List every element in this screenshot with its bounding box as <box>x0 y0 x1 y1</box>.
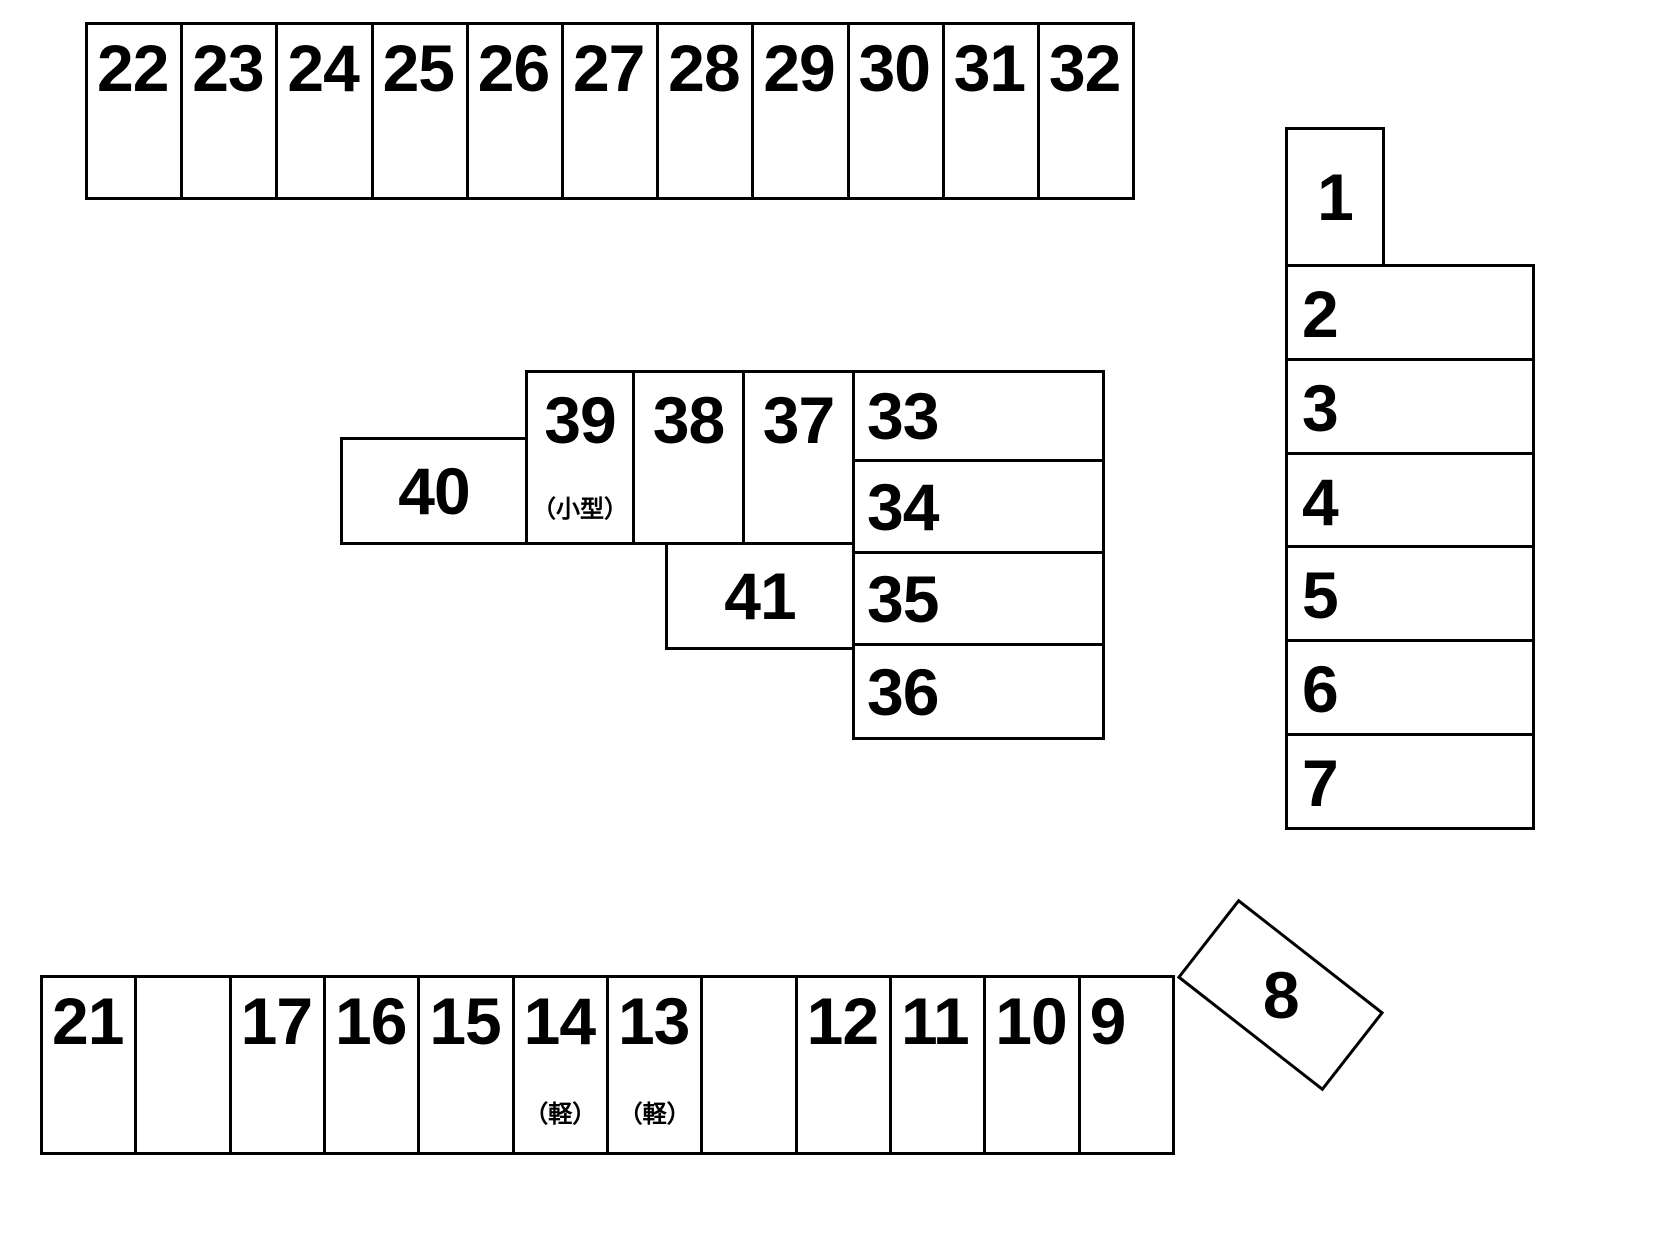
space-41: 41 <box>665 542 855 650</box>
space-24-label: 24 <box>287 31 359 105</box>
space-11: 11 <box>891 975 987 1155</box>
space-30: 30 <box>849 22 945 200</box>
space-7: 7 <box>1285 736 1535 830</box>
empty-space-2 <box>703 975 798 1155</box>
space-22: 22 <box>85 22 184 200</box>
space-32: 32 <box>1039 22 1136 200</box>
space-38: 38 <box>632 370 745 545</box>
space-40-label: 40 <box>398 454 470 528</box>
space-30-label: 30 <box>858 31 931 105</box>
space-34-label: 34 <box>867 469 939 544</box>
space-3-label: 3 <box>1302 370 1339 445</box>
space-22-label: 22 <box>97 31 169 105</box>
space-15: 15 <box>420 975 515 1155</box>
space-1: 1 <box>1285 127 1385 267</box>
empty-space-1 <box>137 975 232 1155</box>
space-26: 26 <box>468 22 564 200</box>
space-39: 39 （小型） <box>525 370 635 545</box>
space-27: 27 <box>563 22 660 200</box>
right-column: 2 3 4 5 6 7 <box>1285 264 1535 830</box>
space-27-label: 27 <box>572 31 645 105</box>
space-15-label: 15 <box>429 984 501 1058</box>
space-10: 10 <box>986 975 1081 1155</box>
space-14-label: 14 <box>523 984 596 1058</box>
space-36-label: 36 <box>867 654 939 729</box>
space-3: 3 <box>1285 360 1535 455</box>
space-2: 2 <box>1285 264 1535 361</box>
space-14-sublabel: （軽） <box>524 1101 597 1128</box>
space-17-label: 17 <box>240 984 313 1058</box>
space-29-label: 29 <box>763 31 835 105</box>
space-5-label: 5 <box>1302 558 1339 633</box>
space-9: 9 <box>1080 975 1175 1155</box>
space-12-label: 12 <box>806 984 879 1058</box>
space-13: 13 （軽） <box>608 975 704 1155</box>
space-8: 8 <box>1176 898 1385 1092</box>
space-38-label: 38 <box>652 383 725 457</box>
space-1-label: 1 <box>1317 160 1354 234</box>
space-37-label: 37 <box>762 383 835 457</box>
space-12: 12 <box>797 975 892 1155</box>
space-11-label: 11 <box>900 984 970 1058</box>
space-40: 40 <box>340 437 528 545</box>
space-23: 23 <box>183 22 279 200</box>
space-33-label: 33 <box>867 379 939 453</box>
space-35-label: 35 <box>867 561 939 636</box>
bottom-row: 21 17 16 15 14 （軽） 13 （軽） 12 11 10 9 <box>40 975 1175 1155</box>
space-41-label: 41 <box>724 559 796 633</box>
space-25-label: 25 <box>382 31 455 105</box>
top-row: 22 23 24 25 26 27 28 29 30 31 32 <box>85 22 1136 200</box>
space-4-label: 4 <box>1302 464 1339 539</box>
space-29: 29 <box>754 22 850 200</box>
space-39-label: 39 <box>544 383 616 457</box>
space-16-label: 16 <box>334 984 407 1058</box>
space-25: 25 <box>373 22 469 200</box>
space-13-sublabel: （軽） <box>618 1101 691 1128</box>
space-39-sublabel: （小型） <box>532 496 628 523</box>
space-5: 5 <box>1285 548 1535 643</box>
space-32-label: 32 <box>1048 31 1121 105</box>
space-37: 37 <box>742 370 855 545</box>
space-36: 36 <box>852 643 1105 740</box>
space-6-label: 6 <box>1302 652 1339 727</box>
space-21-label: 21 <box>52 984 124 1058</box>
space-9-label: 9 <box>1089 984 1127 1058</box>
space-31: 31 <box>944 22 1040 200</box>
space-6: 6 <box>1285 642 1535 737</box>
space-4: 4 <box>1285 454 1535 549</box>
space-17: 17 <box>231 975 326 1155</box>
space-23-label: 23 <box>192 31 264 105</box>
space-24: 24 <box>278 22 374 200</box>
space-35: 35 <box>852 551 1105 646</box>
space-34: 34 <box>852 459 1105 554</box>
space-10-label: 10 <box>995 984 1067 1058</box>
space-8-label: 8 <box>1262 958 1299 1032</box>
space-13-label: 13 <box>617 984 690 1058</box>
space-31-label: 31 <box>953 31 1026 105</box>
space-21: 21 <box>40 975 138 1155</box>
space-14: 14 （軽） <box>514 975 609 1155</box>
space-26-label: 26 <box>477 31 550 105</box>
space-28-label: 28 <box>668 31 740 105</box>
space-28: 28 <box>659 22 755 200</box>
space-16: 16 <box>325 975 421 1155</box>
space-2-label: 2 <box>1302 277 1339 351</box>
space-7-label: 7 <box>1302 746 1339 821</box>
space-33: 33 <box>852 370 1105 462</box>
